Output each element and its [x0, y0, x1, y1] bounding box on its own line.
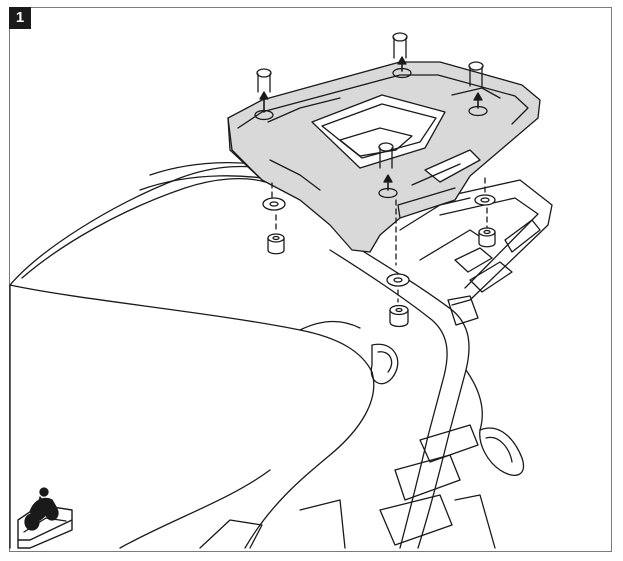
alignment-lines: [271, 177, 488, 303]
bolt-rear-left: [392, 32, 412, 79]
nut-right: [478, 227, 496, 248]
bolt-front-right: [378, 142, 398, 199]
rear-light-area: [199, 424, 525, 549]
bolt-front-left: [254, 68, 274, 121]
top-case-plate: [227, 61, 541, 253]
mounting-bolts: [254, 32, 488, 199]
nuts: [267, 227, 496, 328]
washers: [262, 194, 496, 287]
seat-outline: [9, 165, 375, 549]
nut-left: [267, 233, 285, 255]
step-number-badge: 1: [9, 7, 31, 29]
figure-frame: [9, 7, 612, 552]
nut-center: [389, 304, 409, 328]
bolt-rear-right: [468, 61, 488, 117]
motorcycle-side-stand-icon: [17, 487, 73, 549]
